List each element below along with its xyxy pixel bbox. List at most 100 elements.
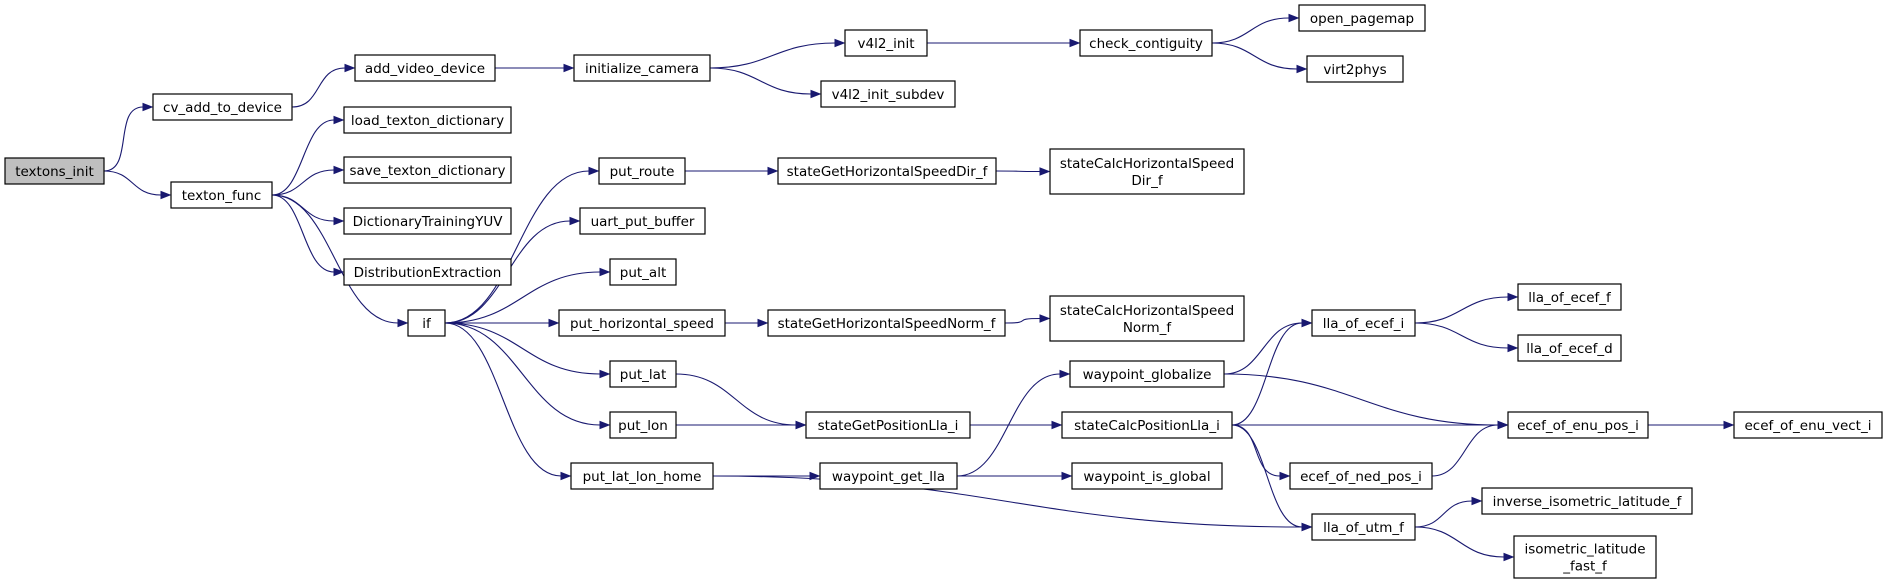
node-box (805, 411, 971, 439)
call-edge-waypoint_get_lla-to-waypoint_is_global (956, 471, 1073, 481)
node-label: ecef_of_enu_pos_i (1517, 418, 1639, 434)
node-box (1061, 411, 1233, 439)
node-box (1481, 487, 1693, 515)
node-waypoint_globalize[interactable]: waypoint_globalize (1069, 360, 1225, 388)
call-edge-texton_func-to-DictionaryTrainingYUV (271, 194, 345, 226)
node-label: check_contiguity (1089, 36, 1203, 52)
node-texton_func[interactable]: texton_func (170, 181, 273, 209)
node-ecef_of_enu_vect_i[interactable]: ecef_of_enu_vect_i (1733, 411, 1883, 439)
node-DictionaryTrainingYUV[interactable]: DictionaryTrainingYUV (343, 207, 512, 235)
function-nodes: textons_init cv_add_to_device texton_func a… (4, 4, 1883, 579)
call-edge-texton_func-to-DistributionExtraction (271, 194, 345, 277)
node-lla_of_ecef_i[interactable]: lla_of_ecef_i (1311, 309, 1416, 337)
node-box (609, 360, 677, 388)
call-edge-add_video_device-to-initialize_camera (495, 63, 575, 73)
node-label: waypoint_is_global (1083, 469, 1210, 485)
node-label: DictionaryTrainingYUV (353, 214, 504, 230)
node-label: stateGetHorizontalSpeedNorm_f (778, 316, 997, 332)
node-DistributionExtraction[interactable]: DistributionExtraction (343, 258, 512, 286)
node-if[interactable]: if (407, 309, 446, 337)
node-label: stateCalcHorizontalSpeed (1060, 156, 1234, 172)
node-textons_init[interactable]: textons_init (4, 157, 105, 185)
node-waypoint_is_global[interactable]: waypoint_is_global (1071, 462, 1223, 490)
node-label: initialize_camera (585, 61, 699, 77)
node-label: stateCalcPositionLla_i (1074, 418, 1220, 434)
node-ecef_of_enu_pos_i[interactable]: ecef_of_enu_pos_i (1507, 411, 1649, 439)
node-load_texton_dictionary[interactable]: load_texton_dictionary (343, 106, 512, 134)
node-isometric_latitude_fast_f[interactable]: isometric_latitude_fast_f (1513, 535, 1657, 579)
node-stateGetHorizontalSpeedDir_f[interactable]: stateGetHorizontalSpeedDir_f (777, 157, 997, 185)
call-edge-stateGetPositionLla_i-to-stateCalcPositionLla_i (969, 420, 1063, 430)
node-inverse_isometric_latitude_f[interactable]: inverse_isometric_latitude_f (1481, 487, 1693, 515)
node-label: save_texton_dictionary (350, 163, 506, 179)
node-put_lat_lon_home[interactable]: put_lat_lon_home (570, 462, 714, 490)
node-box (1507, 411, 1649, 439)
call-edge-ecef_of_enu_pos_i-to-ecef_of_enu_vect_i (1647, 420, 1735, 430)
node-box (1289, 462, 1433, 490)
node-cv_add_to_device[interactable]: cv_add_to_device (152, 93, 293, 121)
node-put_lon[interactable]: put_lon (609, 411, 677, 439)
node-stateGetPositionLla_i[interactable]: stateGetPositionLla_i (805, 411, 971, 439)
node-uart_put_buffer[interactable]: uart_put_buffer (579, 207, 706, 235)
node-add_video_device[interactable]: add_video_device (354, 54, 496, 82)
node-stateGetHorizontalSpeedNorm_f[interactable]: stateGetHorizontalSpeedNorm_f (767, 309, 1006, 337)
node-ecef_of_ned_pos_i[interactable]: ecef_of_ned_pos_i (1289, 462, 1433, 490)
node-box (1311, 309, 1416, 337)
node-label: lla_of_ecef_f (1528, 290, 1612, 306)
node-label: load_texton_dictionary (351, 113, 504, 129)
node-box (354, 54, 496, 82)
node-put_horizontal_speed[interactable]: put_horizontal_speed (558, 309, 726, 337)
call-edge-check_contiguity-to-virt2phys (1211, 42, 1308, 74)
node-label: ecef_of_enu_vect_i (1745, 418, 1872, 434)
call-edge-v4l2_init-to-check_contiguity (927, 38, 1081, 48)
node-box (170, 181, 273, 209)
node-box (1733, 411, 1883, 439)
node-waypoint_get_lla[interactable]: waypoint_get_lla (819, 462, 958, 490)
node-lla_of_ecef_f[interactable]: lla_of_ecef_f (1517, 283, 1622, 311)
node-initialize_camera[interactable]: initialize_camera (573, 54, 711, 82)
node-check_contiguity[interactable]: check_contiguity (1079, 29, 1213, 57)
node-box (819, 462, 958, 490)
call-edge-if-to-put_alt (444, 267, 611, 324)
node-v4l2_init[interactable]: v4l2_init (844, 29, 928, 57)
node-label: lla_of_utm_f (1323, 520, 1405, 536)
call-edge-if-to-put_lat (444, 322, 611, 379)
node-label: textons_init (15, 164, 94, 180)
node-box (1517, 334, 1622, 362)
node-label: stateGetPositionLla_i (818, 418, 959, 434)
call-edge-put_route-to-stateGetHorizontalSpeedDir_f (684, 166, 779, 176)
node-box (579, 207, 706, 235)
node-label: v4l2_init (857, 36, 914, 52)
call-edge-initialize_camera-to-v4l2_init (709, 38, 846, 69)
node-label: add_video_device (365, 61, 485, 77)
call-edge-ecef_of_ned_pos_i-to-ecef_of_enu_pos_i (1431, 420, 1509, 477)
node-box (767, 309, 1006, 337)
node-open_pagemap[interactable]: open_pagemap (1298, 4, 1426, 32)
node-lla_of_ecef_d[interactable]: lla_of_ecef_d (1517, 334, 1622, 362)
call-edge-lla_of_ecef_i-to-lla_of_ecef_d (1414, 322, 1519, 353)
call-edge-put_lat-to-stateGetPositionLla_i (675, 373, 807, 430)
call-edge-stateCalcPositionLla_i-to-ecef_of_ned_pos_i (1231, 424, 1291, 481)
call-edge-if-to-put_lat_lon_home (444, 322, 572, 481)
node-v4l2_init_subdev[interactable]: v4l2_init_subdev (820, 80, 956, 108)
node-save_texton_dictionary[interactable]: save_texton_dictionary (343, 156, 512, 184)
node-box (1049, 295, 1245, 342)
node-put_route[interactable]: put_route (598, 157, 686, 185)
node-box (1306, 55, 1404, 83)
node-box (343, 106, 512, 134)
node-label: if (422, 316, 432, 332)
call-edge-if-to-put_horizontal_speed (445, 318, 560, 328)
node-virt2phys[interactable]: virt2phys (1306, 55, 1404, 83)
node-stateCalcPositionLla_i[interactable]: stateCalcPositionLla_i (1061, 411, 1233, 439)
call-edge-put_horizontal_speed-to-stateGetHorizontalSpeedNorm_f (725, 318, 769, 328)
call-edge-check_contiguity-to-open_pagemap (1211, 13, 1300, 44)
node-box (820, 80, 956, 108)
node-lla_of_utm_f[interactable]: lla_of_utm_f (1311, 513, 1416, 541)
node-put_alt[interactable]: put_alt (609, 258, 677, 286)
call-edge-stateGetHorizontalSpeedDir_f-to-stateCalcHorizontalSpeedDir_f (995, 167, 1051, 176)
node-put_lat[interactable]: put_lat (609, 360, 677, 388)
node-label: waypoint_get_lla (832, 469, 945, 485)
node-box (407, 309, 446, 337)
